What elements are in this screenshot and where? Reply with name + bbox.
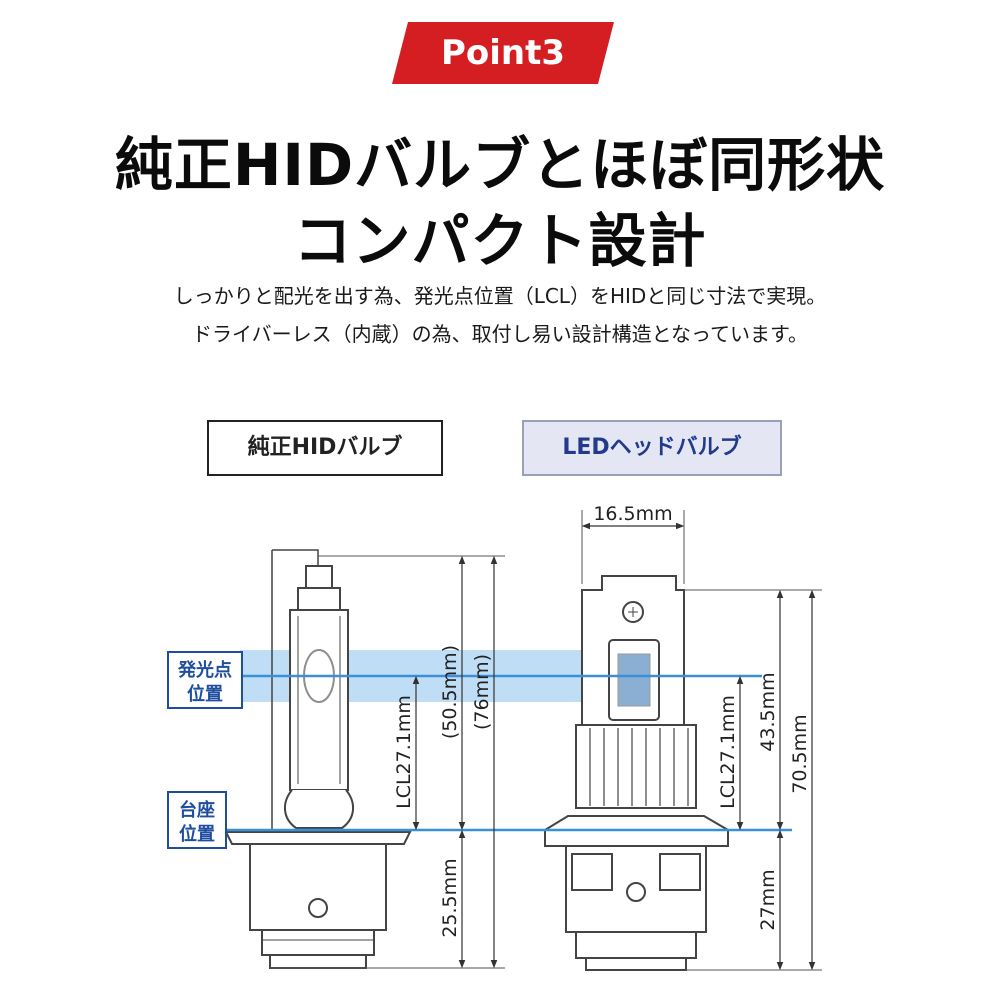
emission-marker-line-1: 発光点 [177,659,232,681]
emission-marker-line-2: 位置 [187,683,223,705]
headline-line-1: 純正HIDバルブとほぼ同形状 [114,131,886,199]
hid-extension-lines [270,555,505,969]
base-marker-line-1: 台座 [179,799,215,821]
led-upper-label: 43.5mm [757,672,779,751]
led-width-label: 16.5mm [593,503,672,525]
description-line-1: しっかりと配光を出す為、発光点位置（LCL）をHIDと同じ寸法で実現。 [173,284,827,308]
led-total-label: 70.5mm [789,714,811,793]
led-extension-lines [684,589,822,971]
hid-base-label: 25.5mm [439,858,461,937]
led-bulb-drawing [544,575,729,971]
base-marker: 台座 位置 [167,791,227,849]
hid-bulb-label: 純正HIDバルブ [207,420,443,476]
bulb-comparison-diagram: 発光点 位置 台座 位置 LCL27.1mm (50.5mm) 25.5mm (… [167,503,822,971]
badge-label: Point3 [440,33,566,73]
point-badge: Point3 [392,22,614,84]
badge-shape [392,22,614,84]
led-lcl-label: LCL27.1mm [717,695,739,809]
base-marker-line-2: 位置 [179,823,215,845]
hid-lcl-label: LCL27.1mm [393,695,415,809]
led-base-label: 27mm [757,869,779,930]
hid-total-label: (76mm) [471,654,493,730]
led-bulb-label: LEDヘッドバルブ [522,420,782,476]
hid-bulb-drawing [224,549,412,969]
description-line-2: ドライバーレス（内蔵）の為、取付し易い設計構造となっています。 [192,322,808,346]
headline-line-2: コンパクト設計 [293,207,707,275]
emission-marker: 発光点 位置 [167,651,243,709]
hid-upper-label: (50.5mm) [439,645,461,739]
